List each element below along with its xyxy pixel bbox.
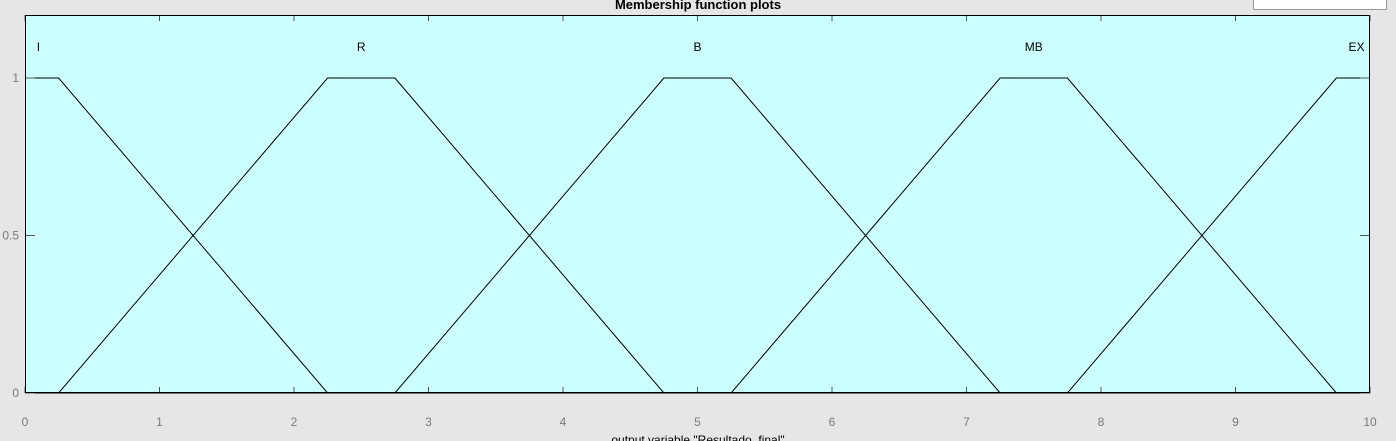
mf-label-ex: EX (1349, 40, 1365, 54)
x-tick-label-8: 8 (1098, 415, 1105, 429)
mf-label-i: I (37, 40, 40, 54)
plot-frame (25, 15, 1370, 393)
y-tick-label-2: 1 (12, 71, 19, 85)
x-tick-label-7: 7 (963, 415, 970, 429)
plot-area (25, 15, 1370, 393)
membership-function-labels: I R B MB EX (37, 40, 1365, 54)
y-tick-label-1: 0.5 (2, 229, 19, 243)
mf-label-mb: MB (1025, 40, 1043, 54)
x-tick-label-1: 1 (156, 415, 163, 429)
x-tick-label-5: 5 (694, 415, 701, 429)
x-tick-label-9: 9 (1232, 415, 1239, 429)
chart-title: Membership function plots (615, 0, 781, 12)
x-tick-label-3: 3 (425, 415, 432, 429)
x-tick-label-2: 2 (291, 415, 298, 429)
y-tick-label-0: 0 (12, 386, 19, 400)
mf-label-b: B (693, 40, 701, 54)
x-tick-label-4: 4 (560, 415, 567, 429)
x-tick-label-0: 0 (22, 415, 29, 429)
x-tick-label-10: 10 (1363, 415, 1377, 429)
axis-ticks: 0 1 2 3 4 5 6 7 8 9 10 0 0.5 1 (2, 15, 1377, 429)
corner-control-box[interactable] (1253, 0, 1387, 10)
x-tick-label-6: 6 (829, 415, 836, 429)
x-axis-label: output variable "Resultado_final" (611, 433, 784, 441)
mf-label-r: R (357, 40, 366, 54)
